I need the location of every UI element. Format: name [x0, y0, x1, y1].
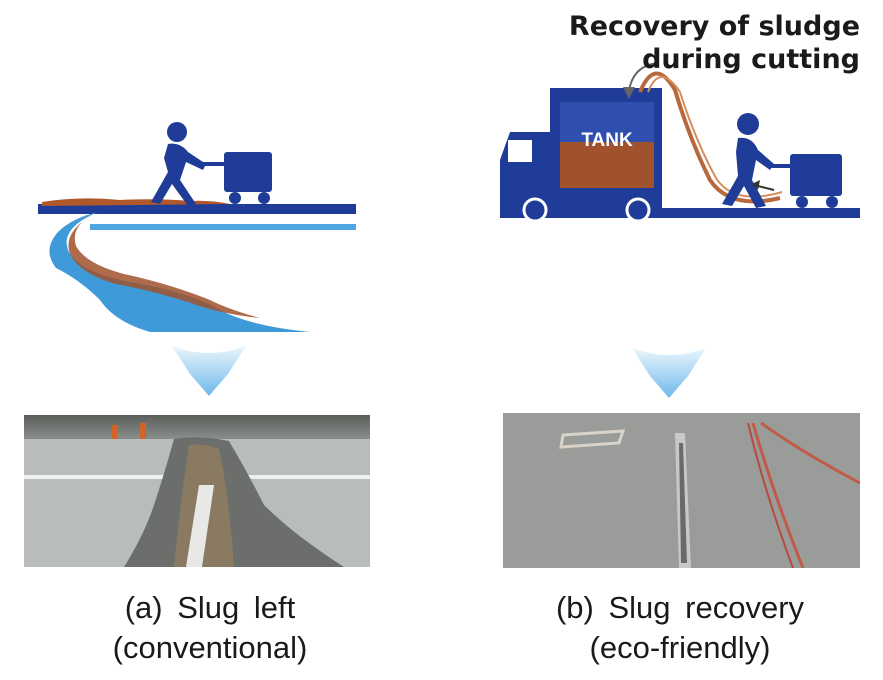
road-bar-lower — [90, 224, 356, 230]
worker-icon — [722, 113, 774, 208]
hose-line — [638, 71, 781, 204]
eco-friendly-illustration: TANK — [490, 60, 865, 225]
cutting-machine-icon — [768, 154, 842, 208]
worker-icon — [151, 122, 206, 206]
tank-label: TANK — [581, 130, 633, 151]
conventional-illustration — [20, 100, 370, 340]
caption-left: (a) Slug left (conventional) — [40, 588, 380, 668]
caption-left-line1: (a) Slug left — [124, 590, 296, 625]
down-arrow-icon — [172, 346, 246, 396]
caption-right: (b) Slug recovery (eco-friendly) — [500, 588, 860, 668]
photo-slug-left — [24, 415, 370, 567]
annotation-line2: during cutting — [642, 44, 860, 75]
tank-sludge — [560, 142, 654, 188]
cutting-machine-icon — [200, 152, 272, 204]
road-bar-upper — [38, 204, 356, 214]
annotation-line1: Recovery of sludge — [568, 11, 860, 42]
recovery-annotation: Recovery of sludge during cutting — [540, 10, 860, 76]
caption-right-line1: (b) Slug recovery — [555, 590, 805, 625]
hose-line — [647, 76, 783, 198]
river-stream-icon — [49, 212, 310, 332]
caption-left-line2: (conventional) — [112, 630, 308, 665]
ground-bar — [500, 208, 860, 218]
photo-slug-recovery — [503, 413, 860, 568]
down-arrow-icon — [632, 348, 706, 398]
annotation-arrow-icon — [623, 62, 660, 99]
sludge-on-road — [42, 198, 230, 206]
pointer-arrow-icon — [752, 180, 760, 190]
caption-right-line2: (eco-friendly) — [589, 630, 771, 665]
pointer-arrow-icon — [757, 185, 775, 191]
